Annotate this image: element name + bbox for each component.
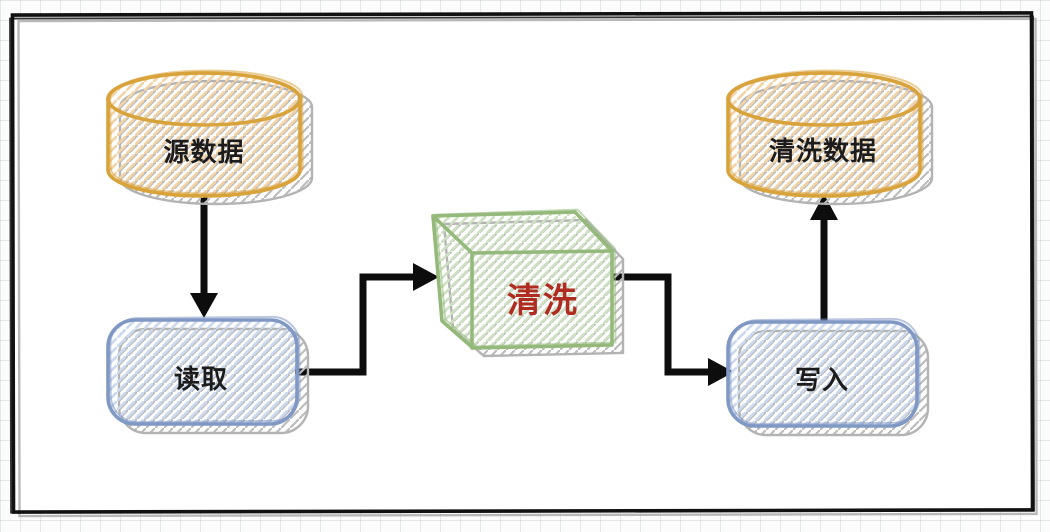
- edges-layer: [190, 194, 838, 386]
- frame-outline: [10, 11, 1035, 514]
- edge-read-to-clean-arrowhead: [413, 263, 439, 291]
- node-read-label: 读取: [174, 364, 228, 394]
- edge-write-to-output-arrowhead: [810, 194, 838, 220]
- node-output-cylinder[interactable]: 清洗数据: [726, 68, 934, 206]
- node-write-box[interactable]: 写入: [726, 317, 930, 437]
- node-clean-label: 清洗: [507, 282, 579, 320]
- node-write-label: 写入: [795, 365, 849, 395]
- node-source-cylinder[interactable]: 源数据: [106, 68, 314, 206]
- node-read-box[interactable]: 读取: [106, 315, 310, 435]
- edge-read-to-clean[interactable]: [295, 263, 439, 376]
- edge-clean-to-write[interactable]: [612, 273, 734, 386]
- edge-source-to-read-arrowhead: [190, 293, 218, 318]
- node-clean-cube[interactable]: 清洗: [431, 208, 625, 358]
- node-source-label: 源数据: [163, 137, 244, 167]
- edge-clean-to-write-arrowhead: [708, 358, 734, 386]
- frame-shadow-line: [17, 17, 1038, 518]
- edge-source-to-read[interactable]: [190, 197, 218, 318]
- edge-write-to-output[interactable]: [810, 194, 838, 322]
- node-output-label: 清洗数据: [769, 136, 877, 166]
